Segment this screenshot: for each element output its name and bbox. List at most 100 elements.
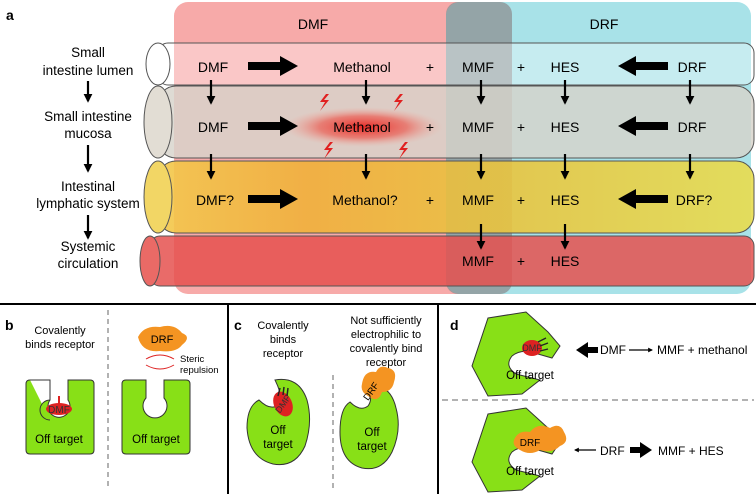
stage-label-lumen-1: Small [71,45,105,60]
panel-c-left-caption-3: receptor [263,348,304,360]
panel-c-right-caption-4: receptor [366,357,407,369]
mucosa-dmf: DMF [198,119,228,135]
steric-label-1: Steric [180,354,205,365]
stage-label-mucosa-1: Small intestine [44,109,132,124]
panel-c-letter: c [234,317,242,333]
thick-arrow-d-top [576,342,598,358]
row-lymphatic: DMF? Methanol? + MMF + HES DRF? [196,192,713,208]
receptor-b-right-label: Off target [132,434,181,446]
receptor-b-right [121,379,191,455]
panel-a-letter: a [6,7,14,23]
panel-a: a DMF DRF Small intestine lumen Small in… [6,2,755,294]
drf-zone-label: DRF [590,16,619,32]
panel-b-caption-1: Covalently [34,325,86,337]
lymph-hes: HES [551,192,580,208]
panel-c: c Covalently binds receptor Not sufficie… [234,315,423,470]
receptor-d-top-label: Off target [506,370,555,382]
arrow-drf-mucosa [618,116,668,136]
receptor-c-right [339,384,399,470]
lumen-plus-1: + [426,59,434,75]
panel-c-right-caption-3: covalently bind [350,343,423,355]
row-systemic: MMF + HES [462,253,579,269]
stage-labels: Small intestine lumen Small intestine mu… [36,45,140,271]
drf-blob-d [513,425,567,453]
lumen-plus-2: + [517,59,525,75]
row-lumen: DMF Methanol + MMF + HES DRF [198,59,707,75]
mucosa-hes: HES [551,119,580,135]
mucosa-drf: DRF [678,119,707,135]
mucosa-plus-1: + [426,119,434,135]
panel-c-right-caption-1: Not sufficiently [350,315,422,327]
lymph-methanol: Methanol? [332,192,398,208]
dmf-ligand-b: DMF [46,396,72,416]
stage-label-lymphatic-1: Intestinal [61,179,115,194]
dmf-ligand-d: DMF [522,337,549,356]
dmf-ligand-d-label: DMF [522,343,542,353]
lymph-plus-2: + [517,192,525,208]
receptor-b-left-label: Off target [35,434,84,446]
reaction-d-bottom-reactant: DRF [600,444,625,458]
lightning-icons [320,94,408,159]
receptor-c-left-label-1: Off [270,425,286,437]
panel-b: b Covalently binds receptor DMF Off targ… [5,317,219,455]
tube-lymphatic [143,160,755,234]
mucosa-methanol: Methanol [333,119,391,135]
methanol-toxicity-glow [283,107,443,147]
panel-d-letter: d [450,317,459,333]
mucosa-plus-2: + [517,119,525,135]
lymph-mmf: MMF [462,192,494,208]
arrow-dmf-lumen [248,56,298,76]
dmf-zone-label: DMF [298,16,328,32]
stage-label-lymphatic-2: lymphatic system [36,196,140,211]
lumen-drf: DRF [678,59,707,75]
tube-lumen [145,42,755,86]
systemic-hes: HES [551,253,580,269]
lymph-plus-1: + [426,192,434,208]
drf-blob-b-label: DRF [151,334,174,346]
arrow-dmf-lymph [248,189,298,209]
drf-blob-c [361,366,396,400]
systemic-mmf: MMF [462,253,494,269]
reaction-d-top-products: MMF + methanol [657,343,747,357]
thick-arrow-d-bottom [630,442,652,458]
arrow-dmf-mucosa [248,116,298,136]
reaction-d-bottom-products: MMF + HES [658,444,724,458]
arrow-drf-lumen [618,56,668,76]
receptor-d-top [471,311,561,397]
panel-c-right-caption-2: electrophilic to [351,329,421,341]
panel-b-letter: b [5,317,14,333]
drf-blob-d-label: DRF [520,438,541,449]
lumen-hes: HES [551,59,580,75]
steric-arc-bottom [145,364,175,370]
panel-c-left-caption-1: Covalently [257,320,309,332]
dmf-ligand-b-label: DMF [48,405,70,416]
mucosa-mmf: MMF [462,119,494,135]
panel-b-caption-2: binds receptor [25,339,95,351]
panel-c-left-caption-2: binds [270,334,297,346]
panel-d: d DMF Off target DMF MMF + methanol DRF … [450,311,747,493]
receptor-b-left [25,379,95,455]
steric-label-2: repulsion [180,365,219,376]
tube-systemic [139,235,755,287]
lymph-drf: DRF? [676,192,713,208]
systemic-plus: + [517,253,525,269]
lumen-dmf: DMF [198,59,228,75]
arrow-drf-lymph [618,189,668,209]
thick-arrows [248,56,668,209]
receptor-c-right-label-1: Off [364,427,380,439]
reaction-d-top-reactant: DMF [600,343,626,357]
stage-label-mucosa-2: mucosa [64,126,112,141]
stage-label-systemic-1: Systemic [61,239,116,254]
stage-label-lumen-2: intestine lumen [43,63,134,78]
lumen-methanol: Methanol [333,59,391,75]
stage-label-systemic-2: circulation [58,256,119,271]
receptor-d-bottom-label: Off target [506,466,555,478]
steric-arc-top [145,354,175,360]
dmf-ligand-c: DMF [273,386,293,417]
vertical-arrows [206,80,695,250]
row-mucosa: DMF Methanol + MMF + HES DRF [198,119,707,135]
drf-blob-b [138,325,187,352]
receptor-c-left-label-2: target [263,439,293,451]
